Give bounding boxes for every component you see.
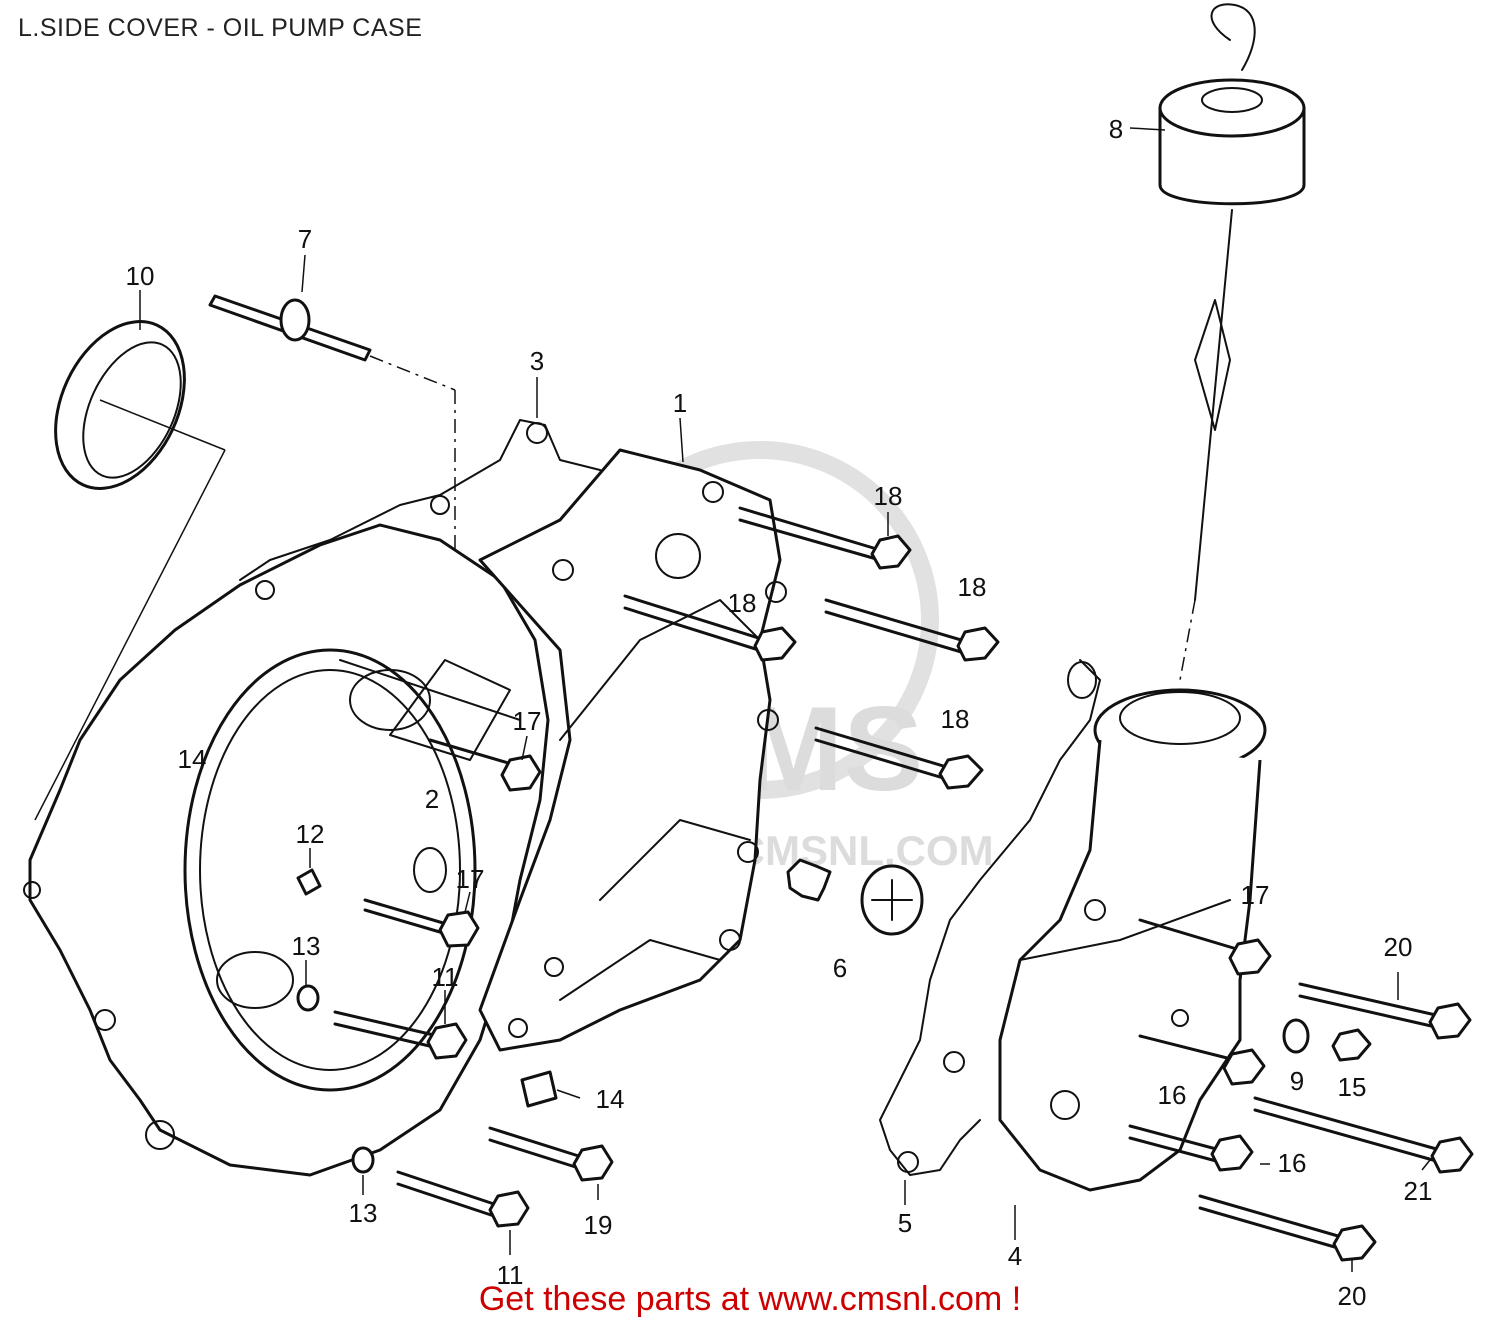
- page-title: L.SIDE COVER - OIL PUMP CASE: [18, 14, 423, 42]
- bolt-part-18-b: [824, 598, 1000, 662]
- oil-pump-rotor-part-6: [786, 858, 924, 936]
- washer-part-13-b: [351, 1146, 375, 1174]
- dipstick-part-8: [1158, 3, 1306, 681]
- callout-19: 19: [584, 1210, 613, 1240]
- callout-5: 5: [898, 1208, 912, 1238]
- callout-18-a: 18: [874, 481, 903, 511]
- oil-seal-part-10: [34, 320, 226, 821]
- washer-part-13-a: [296, 984, 320, 1012]
- callout-18-d: 18: [941, 704, 970, 734]
- bolt-part-11-b: [396, 1170, 530, 1228]
- crankcase-cover-part-1: [478, 448, 787, 1052]
- callout-17-a: 17: [513, 706, 542, 736]
- bolt-part-17-a: [428, 738, 542, 792]
- oil-pump-case-part-4: [998, 688, 1267, 1192]
- callout-6: 6: [833, 953, 847, 983]
- washer-part-9: [1282, 1018, 1310, 1054]
- nut-part-15: [1331, 1028, 1372, 1062]
- callout-labels: 1 2 3 4 5 6 7 8 9 10 11 11 12 13 13 14 1…: [126, 114, 1433, 1311]
- callout-4: 4: [1008, 1241, 1022, 1271]
- callout-18-b: 18: [958, 572, 987, 602]
- callout-17-c: 17: [1241, 880, 1270, 910]
- pump-gasket-part-5: [879, 659, 1101, 1176]
- dowel-part-14: [520, 1070, 558, 1108]
- bolt-part-20-a: [1298, 982, 1472, 1040]
- callout-12: 12: [296, 819, 325, 849]
- callout-10: 10: [126, 261, 155, 291]
- bolt-part-20-b: [1198, 1194, 1377, 1262]
- callout-18-c: 18: [728, 588, 757, 618]
- bolt-part-19: [488, 1126, 614, 1182]
- callout-3: 3: [530, 346, 544, 376]
- callout-7: 7: [298, 224, 312, 254]
- bolt-part-21: [1253, 1096, 1474, 1174]
- bolt-part-18-a: [738, 506, 912, 570]
- callout-1: 1: [673, 388, 687, 418]
- callout-16-a: 16: [1158, 1080, 1187, 1110]
- bolt-part-16-a: [1138, 1034, 1266, 1086]
- callout-2: 2: [425, 784, 439, 814]
- callout-16-b: 16: [1278, 1148, 1307, 1178]
- callout-14-a: 14: [178, 744, 207, 774]
- callout-20-a: 20: [1384, 932, 1413, 962]
- bolt-part-16-b: [1128, 1124, 1254, 1172]
- bolt-part-18-d: [814, 726, 984, 790]
- leader-lines: [139, 127, 1431, 1272]
- callout-13-a: 13: [292, 931, 321, 961]
- callout-17-b: 17: [456, 864, 485, 894]
- bolt-part-11-a: [333, 1010, 468, 1060]
- callout-11-a: 11: [432, 962, 459, 992]
- plug-part-12: [296, 868, 322, 896]
- left-side-cover-part-2: [23, 523, 550, 1177]
- bolt-part-17-b: [363, 898, 480, 948]
- bolt-part-17-c: [1138, 918, 1272, 976]
- bolt-part-18-c: [623, 594, 797, 662]
- callout-14-b: 14: [596, 1084, 625, 1114]
- parts-link-footer[interactable]: Get these parts at www.cmsnl.com !: [478, 1280, 1022, 1318]
- callout-21: 21: [1404, 1176, 1433, 1206]
- callout-9: 9: [1290, 1066, 1304, 1096]
- callout-8: 8: [1109, 114, 1123, 144]
- callout-20-b: 20: [1338, 1281, 1367, 1311]
- callout-13-b: 13: [349, 1198, 378, 1228]
- callout-11-b: 11: [497, 1260, 524, 1290]
- callout-15: 15: [1338, 1072, 1367, 1102]
